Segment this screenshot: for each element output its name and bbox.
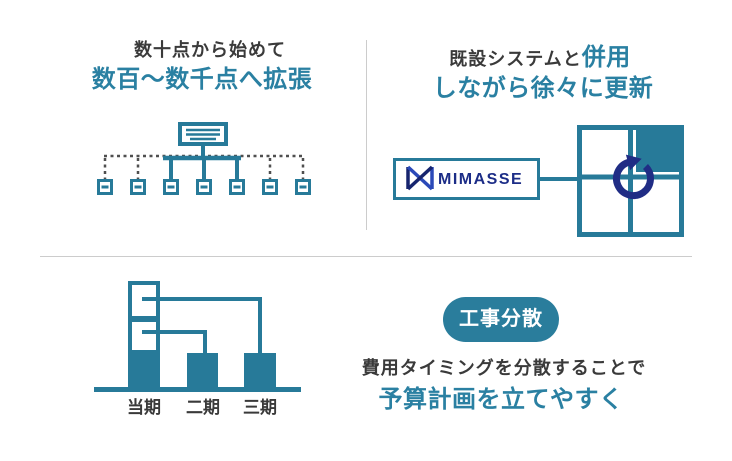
updated-module-cell [636, 128, 680, 172]
network-tree-diagram [97, 122, 311, 195]
bar-phase2 [187, 353, 218, 388]
coexist-headline-line2: しながら徐々に更新 [432, 75, 654, 102]
bar-phase1 [128, 352, 160, 388]
vertical-divider [366, 40, 367, 230]
device-node-icons [97, 179, 311, 195]
expand-headline-line2: 数百〜数千点へ拡張 [91, 66, 313, 93]
phase-bar-chart: 当期 二期 三期 [94, 281, 301, 417]
coexist-headline-accent: 併用 [581, 44, 631, 71]
server-icon [178, 122, 228, 146]
phase2-label: 二期 [186, 398, 220, 417]
mimasse-logo-text: MIMASSE [438, 171, 523, 188]
budget-text-line2: 予算計画を立てやすく [378, 386, 624, 413]
bowtie-logo-icon [406, 165, 434, 191]
defer-line-to-phase2 [142, 330, 207, 354]
deferred-segment-mid [128, 318, 160, 354]
rotation-icon [613, 154, 654, 199]
bar-phase3 [244, 353, 276, 388]
system-update-diagram: MIMASSE [393, 125, 684, 237]
horizontal-divider [40, 256, 692, 257]
budget-text-line1: 費用タイミングを分散することで [361, 358, 647, 378]
chart-baseline [94, 387, 301, 392]
coexist-headline-dark: 既設システムと [449, 49, 582, 69]
coexist-headline-line1: 既設システムと併用 [449, 44, 630, 74]
module-grid [577, 125, 684, 237]
defer-line-to-phase3 [142, 297, 262, 354]
phase3-label: 三期 [243, 398, 277, 417]
phase1-label: 当期 [127, 397, 161, 417]
construction-split-badge: 工事分散 [443, 297, 559, 342]
expand-headline-line1: 数十点から始めて [134, 40, 286, 60]
